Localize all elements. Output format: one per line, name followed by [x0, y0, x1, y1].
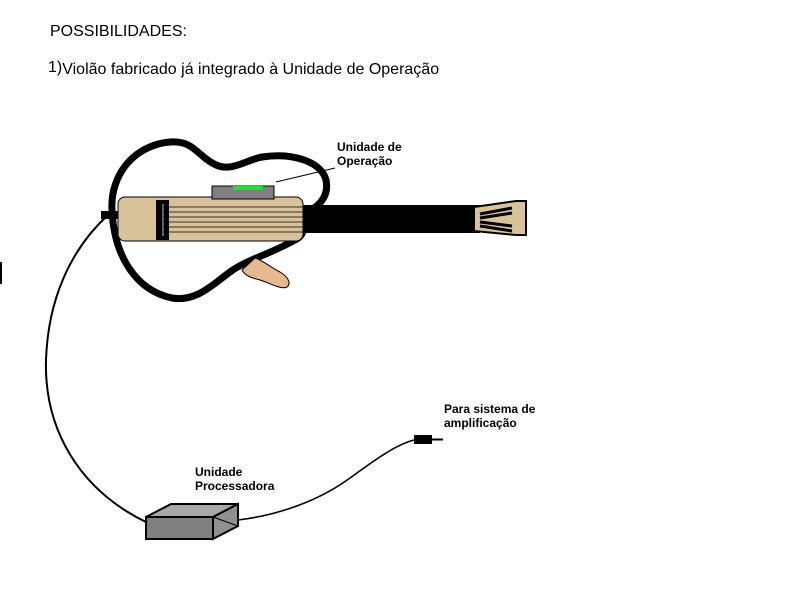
operation-unit-label: Unidade de Operação: [337, 140, 402, 168]
tuning-pegs: [479, 206, 513, 233]
guitar-frame: [108, 138, 331, 303]
option-text: Violão fabricado já integrado à Unidade …: [62, 61, 440, 78]
processing-unit-front: [145, 516, 214, 540]
strings: [163, 206, 512, 233]
amplification-label: Para sistema de amplificação: [444, 402, 536, 430]
operation-unit-led: [233, 186, 263, 190]
amplifier-cable: [237, 439, 415, 521]
page-title: POSSIBILIDADES:: [50, 23, 187, 40]
guitar-neck: [295, 205, 480, 233]
bridge: [156, 200, 169, 240]
amplifier-plug: [414, 435, 432, 444]
option-heading: 1)Violão fabricado já integrado à Unidad…: [48, 59, 440, 80]
processing-unit-label: Unidade Processadora: [195, 465, 275, 493]
option-number: 1): [48, 59, 63, 76]
operation-unit-leader: [275, 167, 336, 183]
hand: [241, 257, 290, 289]
guitar-body: [117, 196, 304, 242]
guitar-cable: [44, 214, 147, 523]
